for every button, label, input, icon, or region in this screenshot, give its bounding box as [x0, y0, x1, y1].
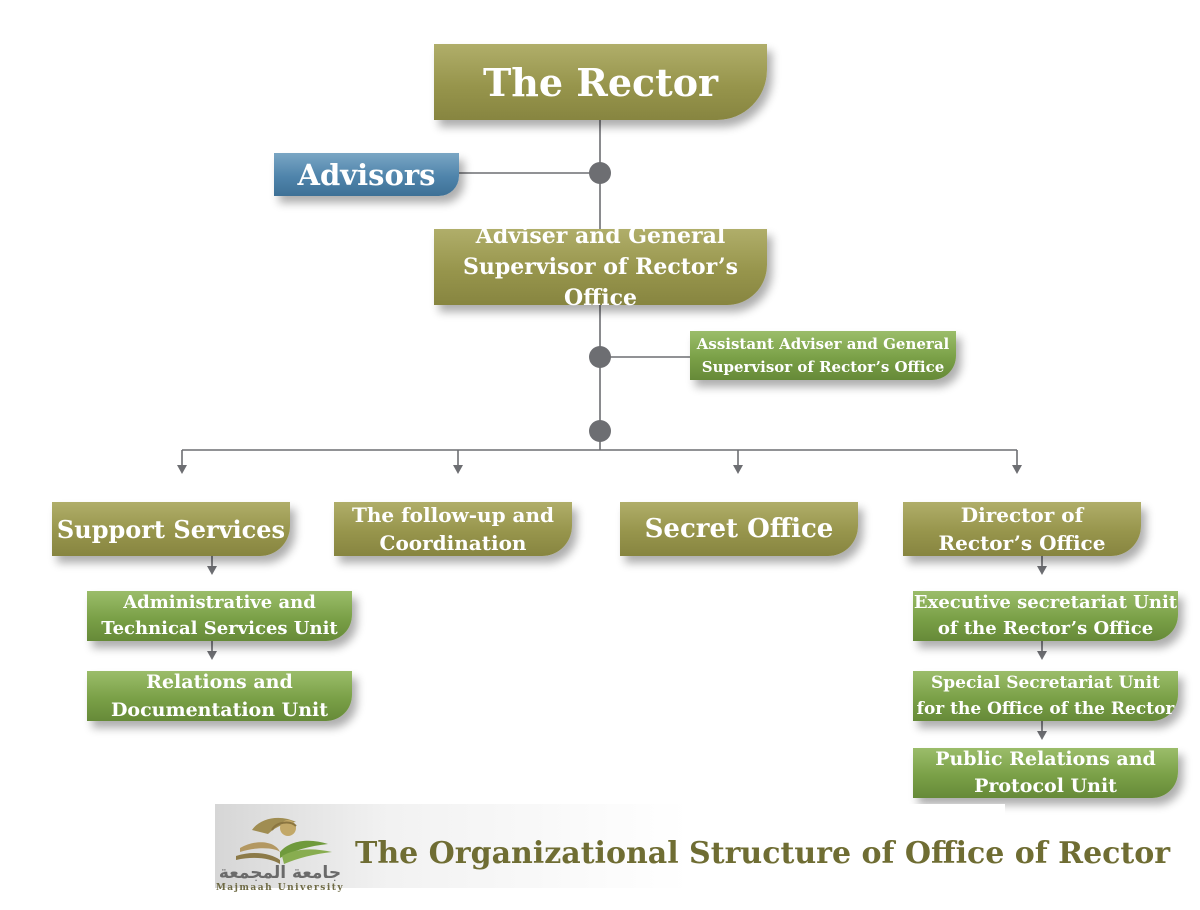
university-logo: جامعة المجمعة Majmaah University: [216, 817, 344, 893]
node-director: Director of Rector’s Office: [903, 502, 1141, 556]
arrow-head: [207, 566, 217, 575]
node-relations-documentation-unit: Relations and Documentation Unit: [87, 671, 352, 721]
arrow-head: [1037, 566, 1047, 575]
junction-dot: [589, 162, 611, 184]
node-special-secretariat-unit: Special Secretariat Unit for the Office …: [913, 671, 1178, 721]
node-label-line: Special Secretariat Unit: [931, 673, 1160, 693]
node-rector: The Rector: [434, 44, 767, 120]
node-label-line: Administrative and: [123, 592, 316, 613]
node-follow-up: The follow-up and Coordination: [334, 502, 572, 556]
node-secret-office: Secret Office: [620, 502, 858, 556]
node-label-line: Director of: [960, 503, 1084, 527]
logo-english-text: Majmaah University: [216, 883, 344, 893]
arrow-head: [733, 465, 743, 474]
node-label-line: Relations and: [146, 671, 293, 693]
arrow-head: [453, 465, 463, 474]
node-label-line: Documentation Unit: [110, 699, 329, 721]
arrow-head: [1037, 731, 1047, 740]
diagram-title: The Organizational Structure of Office o…: [355, 835, 1171, 871]
node-public-relations-unit: Public Relations and Protocol Unit: [913, 748, 1178, 798]
arrow-head: [207, 651, 217, 660]
junction-dot: [589, 346, 611, 368]
arrow-head: [1012, 465, 1022, 474]
node-label-line: Rector’s Office: [938, 531, 1106, 555]
node-advisors: Advisors: [274, 153, 459, 196]
node-label-line: Coordination: [379, 531, 527, 555]
node-assistant-adviser: Assistant Adviser and General Supervisor…: [690, 331, 956, 380]
node-label-line: Protocol Unit: [974, 775, 1117, 797]
node-label-line: Executive secretariat Unit: [913, 592, 1178, 613]
node-label-line: for the Office of the Rector: [916, 699, 1175, 719]
arrow-head: [177, 465, 187, 474]
node-label: The Rector: [482, 59, 719, 105]
node-executive-secretariat-unit: Executive secretariat Unit of the Rector…: [913, 591, 1178, 641]
node-label-line: Public Relations and: [935, 748, 1156, 770]
node-label: Secret Office: [644, 514, 834, 544]
node-label-line: Supervisor of Rector’s Office: [701, 357, 945, 376]
node-support-services: Support Services: [52, 502, 290, 556]
node-adviser-general-supervisor: Adviser and General Supervisor of Rector…: [434, 223, 767, 311]
node-label-line: Adviser and General: [475, 222, 726, 249]
node-label-line: The follow-up and: [351, 503, 555, 527]
node-label-line: of the Rector’s Office: [937, 618, 1154, 639]
junction-dot: [589, 420, 611, 442]
node-label: Support Services: [56, 514, 286, 544]
node-label-line: Assistant Adviser and General: [696, 334, 950, 353]
node-label-line: Supervisor of Rector’s Office: [462, 253, 739, 311]
logo-emblem-icon: [236, 817, 332, 864]
node-admin-technical-unit: Administrative and Technical Services Un…: [87, 591, 352, 641]
logo-arabic-text: جامعة المجمعة: [219, 863, 341, 883]
node-label-line: Technical Services Unit: [101, 618, 338, 639]
arrow-head: [1037, 651, 1047, 660]
footer-bar: [215, 804, 1005, 888]
node-label: Advisors: [297, 157, 436, 192]
